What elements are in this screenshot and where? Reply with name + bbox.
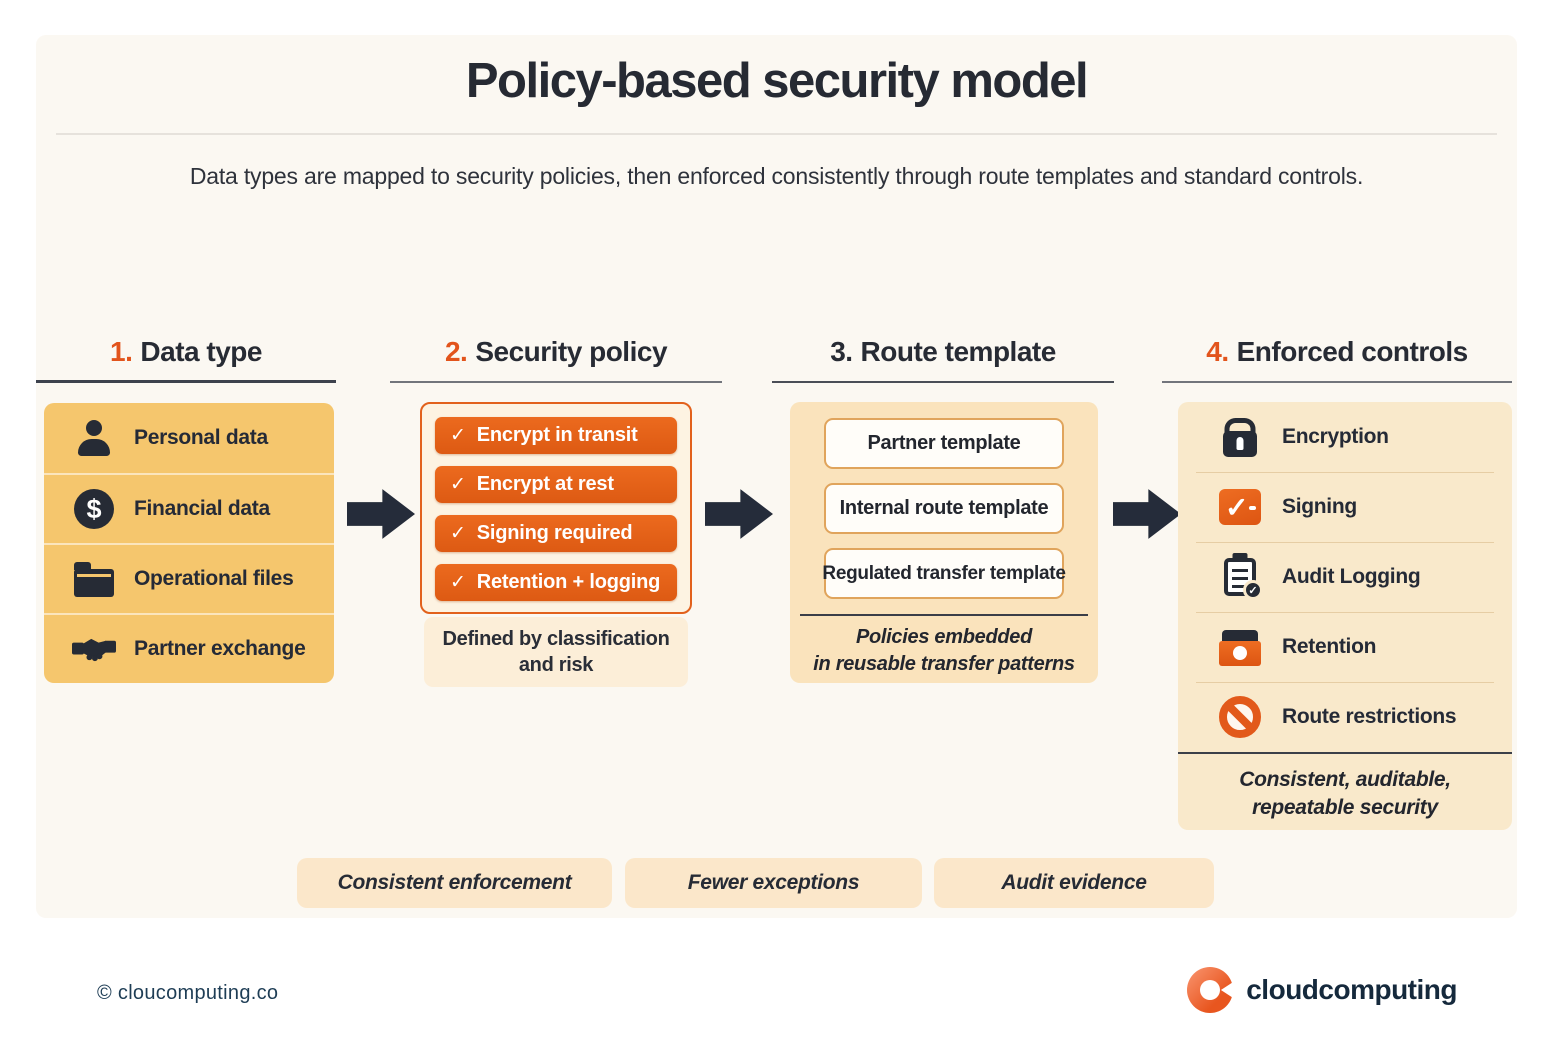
brand-name: cloudcomputing: [1246, 974, 1457, 1005]
flow-arrow-icon: [705, 489, 773, 539]
benefit-badge: Audit evidence: [934, 858, 1214, 908]
check-icon: ✓: [450, 425, 466, 446]
folder-icon: [74, 562, 114, 597]
policy-label: Encrypt in transit: [476, 424, 638, 446]
column-label: Enforced controls: [1236, 336, 1469, 367]
security-policy-caption: Defined by classification and risk: [424, 617, 688, 687]
page-title: Policy-based security model: [465, 54, 1089, 108]
column-underline: [36, 380, 336, 383]
column-header-security-policy: 2.Security policy: [390, 336, 722, 376]
control-label: Retention: [1282, 635, 1377, 658]
caption-divider: [800, 614, 1088, 616]
person-icon: [77, 420, 111, 456]
check-icon: ✓: [450, 523, 466, 544]
column-header-data-type: 1.Data type: [36, 336, 336, 376]
route-template-item: Partner template: [824, 418, 1064, 469]
copyright-text: © cloucomputing.co: [97, 982, 279, 1004]
check-square-icon: [1219, 489, 1261, 525]
dollar-circle-icon: [74, 489, 114, 529]
enforced-controls-card: Encryption Signing ✓ Audit Logging Reten…: [1178, 402, 1512, 830]
column-header-route-template: 3.Route template: [772, 336, 1114, 376]
brand-logo: cloudcomputing: [1187, 967, 1457, 1013]
policy-item: ✓ Encrypt in transit: [435, 417, 677, 454]
column-underline: [772, 381, 1114, 383]
data-type-label: Operational files: [134, 567, 294, 590]
list-item: Retention: [1178, 612, 1512, 682]
data-type-label: Financial data: [134, 497, 270, 520]
security-policy-panel: ✓ Encrypt in transit ✓ Encrypt at rest ✓…: [420, 402, 692, 614]
column-underline: [390, 381, 722, 383]
title-divider: [56, 133, 1497, 135]
lock-icon: [1223, 431, 1257, 457]
policy-item: ✓ Retention + logging: [435, 564, 677, 601]
subtitle: Data types are mapped to security polici…: [189, 163, 1364, 189]
flow-arrow-icon: [1113, 489, 1181, 539]
column-number: 4.: [1206, 336, 1229, 367]
no-entry-icon: [1219, 696, 1261, 738]
list-item: Encryption: [1178, 402, 1512, 472]
data-type-label: Personal data: [134, 426, 268, 449]
enforced-controls-caption: Consistent, auditable, repeatable securi…: [1239, 768, 1451, 819]
column-number: 2.: [444, 336, 468, 367]
control-label: Signing: [1282, 495, 1357, 518]
list-item: Route restrictions: [1178, 682, 1512, 752]
policy-label: Signing required: [476, 522, 633, 544]
data-type-card: Personal data Financial data Operational…: [44, 403, 334, 683]
check-icon: ✓: [450, 474, 466, 495]
list-item: ✓ Audit Logging: [1178, 542, 1512, 612]
column-number: 3.: [830, 336, 853, 367]
handshake-icon: [70, 625, 118, 673]
column-label: Security policy: [475, 336, 668, 367]
list-item: Financial data: [44, 473, 334, 543]
route-template-card: Partner template Internal route template…: [790, 402, 1098, 683]
benefit-badge: Consistent enforcement: [297, 858, 612, 908]
list-item: Partner exchange: [44, 613, 334, 683]
column-number: 1.: [110, 336, 133, 367]
benefit-badge: Fewer exceptions: [625, 858, 922, 908]
caption-divider: [1178, 752, 1512, 754]
column-label: Data type: [140, 336, 262, 367]
archive-box-icon: [1219, 629, 1261, 666]
route-template-item: Internal route template: [824, 483, 1064, 534]
control-label: Route restrictions: [1282, 705, 1457, 728]
route-template-item: Regulated transfer template: [822, 548, 1066, 599]
policy-label: Retention + logging: [476, 571, 661, 593]
list-item: Personal data: [44, 403, 334, 473]
control-label: Audit Logging: [1282, 565, 1421, 588]
content-card: Policy-based security model Data types a…: [36, 35, 1517, 918]
column-underline: [1162, 381, 1512, 383]
column-header-enforced-controls: 4.Enforced controls: [1162, 336, 1512, 376]
data-type-label: Partner exchange: [134, 637, 306, 660]
list-item: Signing: [1178, 472, 1512, 542]
check-icon: ✓: [450, 572, 466, 593]
brand-c-icon: [1187, 967, 1234, 1013]
control-label: Encryption: [1282, 425, 1389, 448]
list-item: Operational files: [44, 543, 334, 613]
route-template-caption: Policies embedded in reusable transfer p…: [813, 626, 1075, 675]
clipboard-check-icon: ✓: [1224, 558, 1263, 600]
policy-item: ✓ Signing required: [435, 515, 677, 552]
policy-label: Encrypt at rest: [476, 473, 614, 495]
column-label: Route template: [860, 336, 1057, 367]
flow-arrow-icon: [347, 489, 415, 539]
policy-item: ✓ Encrypt at rest: [435, 466, 677, 503]
